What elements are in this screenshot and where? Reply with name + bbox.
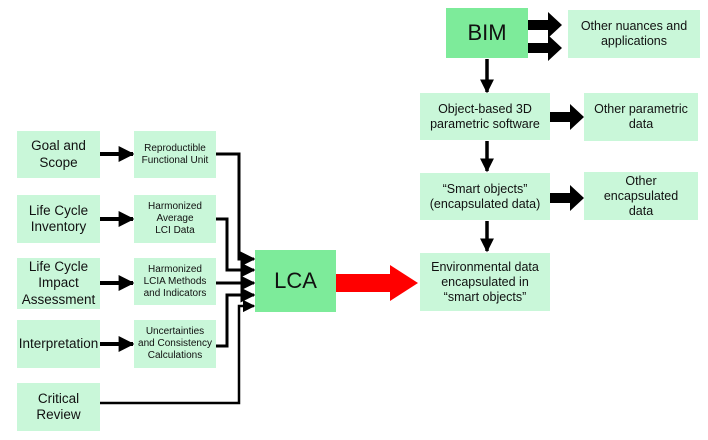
smart-objects-box: “Smart objects” (encapsulated data) bbox=[420, 173, 550, 220]
object-based-software-box: Object-based 3D parametric software bbox=[420, 93, 550, 140]
arrow-unit-to-lca bbox=[216, 152, 256, 267]
goal-and-scope-box: Goal and Scope bbox=[17, 131, 100, 178]
other-nuances-box: Other nuances and applications bbox=[568, 10, 700, 58]
lca-box: LCA bbox=[255, 250, 336, 312]
main-arrow-lca-to-environmental bbox=[336, 265, 418, 301]
arrow-bim-to-nuances-1 bbox=[528, 12, 562, 38]
arrow-review-to-lca bbox=[100, 299, 256, 405]
arrow-uncert-to-lca bbox=[216, 287, 256, 348]
arrow-bim-to-nuances-2 bbox=[528, 35, 562, 61]
environmental-data-box: Environmental data encapsulated in “smar… bbox=[420, 253, 550, 311]
uncertainties-box: Uncertainties and Consistency Calculatio… bbox=[134, 320, 216, 368]
other-encapsulated-data-box: Other encapsulated data bbox=[584, 172, 698, 220]
critical-review-box: Critical Review bbox=[17, 383, 100, 431]
lcia-methods-box: Harmonized LCIA Methods and Indicators bbox=[134, 258, 216, 305]
other-parametric-data-box: Other parametric data bbox=[584, 93, 698, 141]
life-cycle-impact-assessment-box: Life Cycle Impact Assessment bbox=[17, 258, 100, 309]
lci-data-box: Harmonized Average LCI Data bbox=[134, 195, 216, 243]
life-cycle-inventory-box: Life Cycle Inventory bbox=[17, 195, 100, 243]
arrow-smart-to-encapsulated bbox=[550, 185, 584, 211]
interpretation-box: Interpretation bbox=[17, 320, 100, 368]
arrow-data-to-lca bbox=[216, 217, 256, 278]
bim-box: BIM bbox=[446, 8, 528, 58]
functional-unit-box: Reproductible Functional Unit bbox=[134, 131, 216, 178]
arrow-object-to-parametric bbox=[550, 104, 584, 130]
